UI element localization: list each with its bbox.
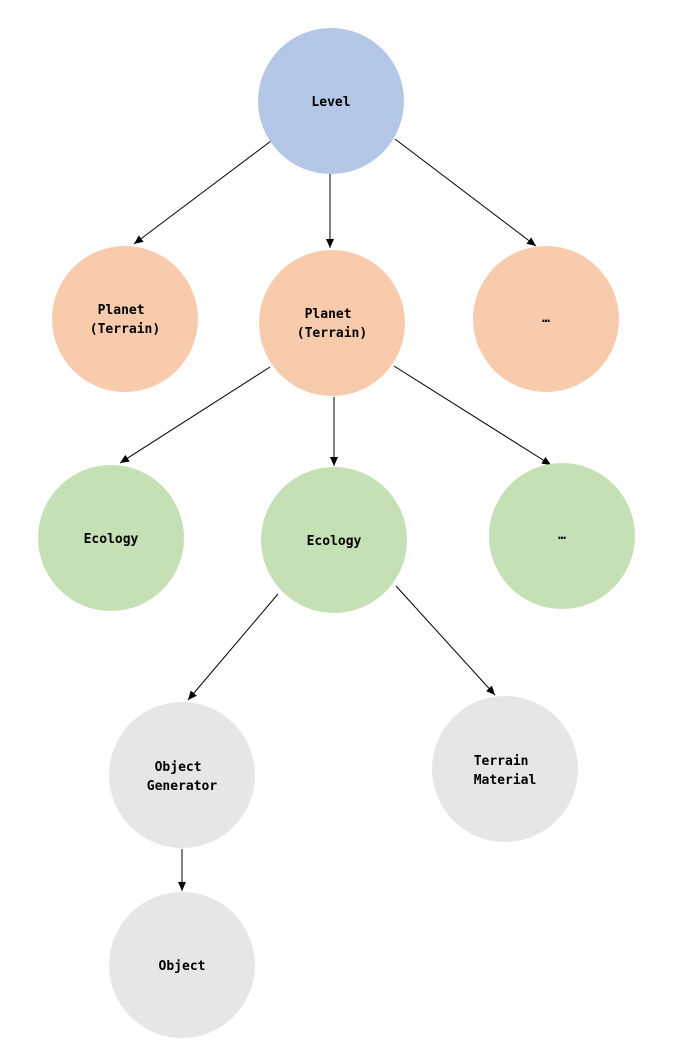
node-terrain-material: Terrain Material: [432, 696, 578, 842]
edge-planet-to-ecology-1: [119, 366, 271, 464]
node-label-line: Material: [474, 773, 537, 788]
svg-text:Terrain Material: Terrain Material: [474, 754, 537, 788]
node-circle: [259, 250, 405, 396]
node-label-line: Level: [311, 95, 350, 110]
node-object: Object: [109, 892, 255, 1038]
node-circle: [109, 702, 255, 848]
node-planet-more: …: [473, 246, 619, 392]
svg-text:Object Generator: Object Generator: [147, 760, 218, 794]
svg-text:Ecology: Ecology: [84, 532, 139, 547]
node-planet-1: Planet (Terrain): [52, 246, 198, 392]
edges: [119, 138, 552, 891]
node-ecology-2: Ecology: [261, 467, 407, 613]
node-label-line: (Terrain): [297, 326, 367, 341]
edge-planet-to-ecology-more: [393, 365, 552, 466]
node-ecology-more: …: [489, 463, 635, 609]
edge-ecology-to-terrain-material: [395, 585, 496, 696]
node-ecology-1: Ecology: [38, 465, 184, 611]
node-label-line: Object: [155, 760, 202, 775]
node-label-line: Object: [159, 959, 206, 974]
node-circle: [38, 465, 184, 611]
node-circle: [473, 246, 619, 392]
node-planet-2: Planet (Terrain): [259, 250, 405, 396]
node-circle: [258, 28, 404, 174]
svg-text:…: …: [542, 311, 550, 326]
node-circle: [432, 696, 578, 842]
svg-text:…: …: [558, 528, 566, 543]
node-label-line: Ecology: [307, 534, 362, 549]
node-circle: [52, 246, 198, 392]
svg-text:Ecology: Ecology: [307, 534, 362, 549]
svg-text:Planet (Terrain): Planet (Terrain): [90, 303, 160, 337]
node-object-generator: Object Generator: [109, 702, 255, 848]
nodes: Level Planet (Terrain) Planet (Terrain) …: [38, 28, 635, 1038]
node-label-line: Planet: [305, 307, 352, 322]
node-circle: [489, 463, 635, 609]
edge-ecology-to-object-generator: [187, 593, 279, 701]
node-circle: [109, 892, 255, 1038]
svg-text:Planet (Terrain): Planet (Terrain): [297, 307, 367, 341]
node-label-line: Generator: [147, 779, 218, 794]
node-label-line: Planet: [98, 303, 145, 318]
edge-level-to-planet-1: [133, 140, 272, 245]
svg-text:Level: Level: [311, 95, 350, 110]
node-level: Level: [258, 28, 404, 174]
node-circle: [261, 467, 407, 613]
node-label-line: Ecology: [84, 532, 139, 547]
node-label-line: (Terrain): [90, 322, 160, 337]
node-label-line: Terrain: [474, 754, 529, 769]
svg-text:Object: Object: [159, 959, 206, 974]
node-label-line: …: [542, 311, 550, 326]
edge-level-to-planet-more: [394, 138, 537, 247]
node-label-line: …: [558, 528, 566, 543]
